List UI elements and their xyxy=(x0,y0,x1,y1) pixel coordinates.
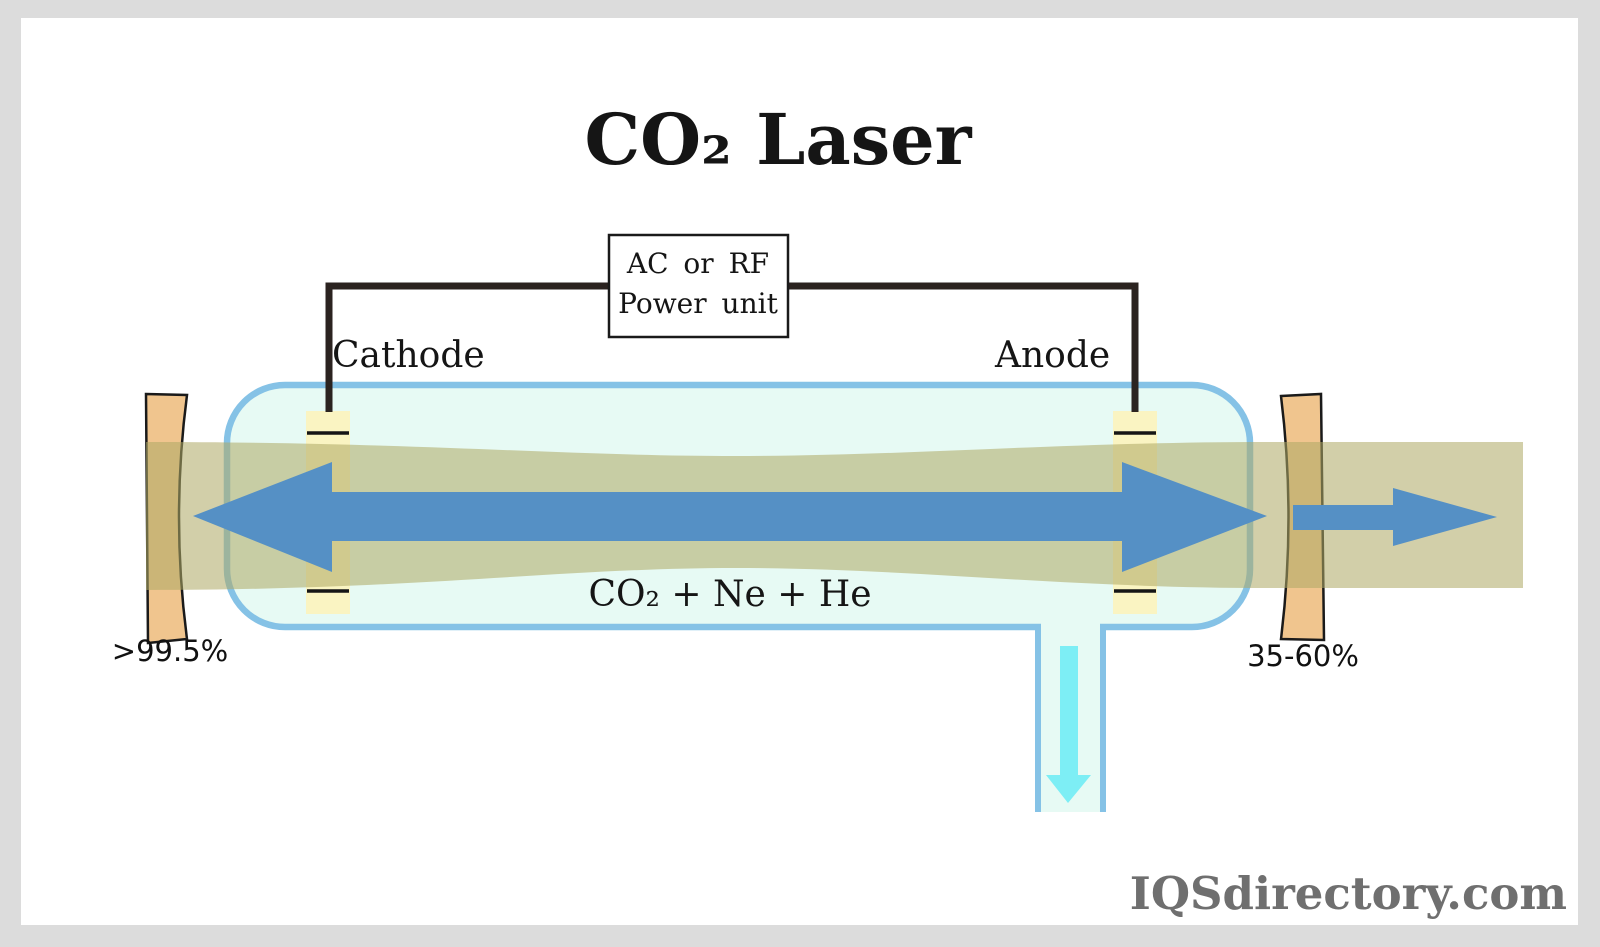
watermark: IQSdirectory.com xyxy=(1130,867,1567,920)
anode-label: Anode xyxy=(994,335,1110,376)
cathode-label: Cathode xyxy=(332,335,485,376)
gas-mixture-label: CO₂ + Ne + He xyxy=(588,574,871,615)
rear-mirror-reflectivity-label: >99.5% xyxy=(112,634,228,668)
diagram-title: CO₂ Laser xyxy=(584,98,972,181)
anode-wire xyxy=(788,282,1139,412)
power-unit-label-line2: Power unit xyxy=(618,287,778,320)
gas-flow-arrow xyxy=(1046,646,1091,803)
output-beam-arrow xyxy=(1293,488,1497,546)
output-coupler-transmission-label: 35-60% xyxy=(1247,639,1359,673)
intracavity-beam-arrow xyxy=(193,462,1267,572)
power-unit-label-line1: AC or RF xyxy=(626,247,769,280)
power-unit-box xyxy=(607,233,790,339)
cathode-wire xyxy=(325,282,609,412)
